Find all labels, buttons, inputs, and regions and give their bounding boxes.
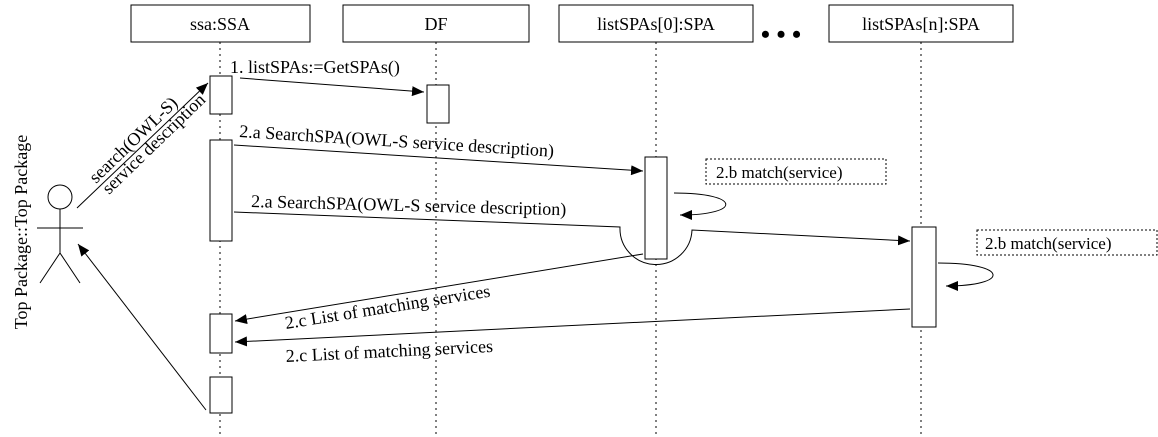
actor-name: Top Package::Top Package bbox=[11, 135, 31, 329]
activation-ssa-3 bbox=[209, 313, 233, 354]
msg-list0-label: 2.c List of matching services bbox=[283, 281, 491, 333]
note-match-n bbox=[976, 229, 1158, 256]
note-match0 bbox=[705, 158, 887, 185]
lifeline-ssa-label: ssa:SSA bbox=[190, 14, 250, 34]
lifeline-ssa: ssa:SSA bbox=[130, 4, 311, 437]
lifeline-spa0-label: listSPAs[0]:SPA bbox=[597, 14, 715, 34]
activation-ssa-2 bbox=[209, 139, 233, 242]
msg-match-n-arrow bbox=[937, 262, 994, 291]
lifeline-df: DF bbox=[342, 4, 530, 437]
msg-getspas-label: 1. listSPAs:=GetSPAs() bbox=[230, 57, 400, 78]
lifeline-ellipsis: • • • bbox=[761, 20, 801, 49]
msg-searchspa0-arrow bbox=[233, 144, 644, 176]
msg-getspas-arrow bbox=[239, 77, 425, 97]
msg-searchspa-n-arrow bbox=[233, 211, 911, 266]
msg-searchspa-n-label: 2.a SearchSPA(OWL-S service description) bbox=[251, 191, 567, 220]
lifeline-df-label: DF bbox=[424, 14, 447, 34]
msg-match0-arrow bbox=[673, 192, 727, 220]
note-match-n-label: 2.b match(service) bbox=[985, 234, 1112, 253]
msg-list-n-label: 2.c List of matching services bbox=[285, 336, 493, 366]
activation-df bbox=[426, 84, 450, 124]
activation-ssa-1 bbox=[209, 75, 233, 115]
msg-search-arrow bbox=[76, 82, 209, 209]
lifeline-spa-n-label: listSPAs[n]:SPA bbox=[862, 14, 980, 34]
actor-stick-figure bbox=[37, 184, 83, 284]
activation-spa0 bbox=[644, 156, 668, 260]
lifeline-spa-n: listSPAs[n]:SPA bbox=[828, 4, 1014, 437]
lifeline-spa0: listSPAs[0]:SPA bbox=[558, 4, 754, 437]
note-match0-label: 2.b match(service) bbox=[716, 163, 843, 182]
msg-return-actor-arrow bbox=[77, 243, 207, 411]
activation-spa-n bbox=[911, 226, 937, 328]
activation-ssa-4 bbox=[209, 376, 233, 414]
msg-list-n-arrow bbox=[234, 308, 911, 347]
msg-list0-arrow bbox=[234, 253, 644, 324]
